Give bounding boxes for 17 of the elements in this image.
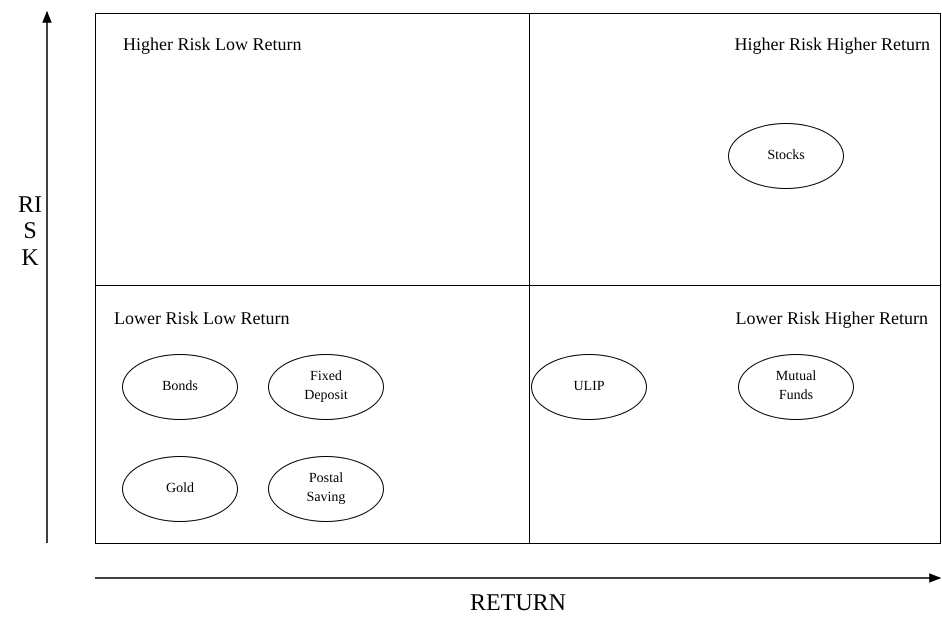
investment-label: Bonds <box>162 378 198 396</box>
quadrant-heading: Higher Risk Higher Return <box>734 34 930 55</box>
quadrant-box <box>95 13 530 286</box>
y-axis-title: RISK <box>18 192 42 272</box>
quadrant-heading: Lower Risk Higher Return <box>736 308 928 329</box>
quadrant-box <box>529 285 941 544</box>
investment-label: Postal Saving <box>306 470 346 507</box>
quadrant-box <box>95 285 530 544</box>
quadrant-heading: Higher Risk Low Return <box>123 34 302 55</box>
investment-label: Gold <box>166 480 194 498</box>
x-axis-title: RETURN <box>470 590 566 617</box>
investment-label: Stocks <box>767 146 805 165</box>
investment-label: ULIP <box>573 378 605 396</box>
quadrant-heading: Lower Risk Low Return <box>114 308 290 329</box>
investment-label: Mutual Funds <box>774 368 818 405</box>
quadrant-box <box>529 13 941 286</box>
investment-label: Fixed Deposit <box>303 368 349 405</box>
